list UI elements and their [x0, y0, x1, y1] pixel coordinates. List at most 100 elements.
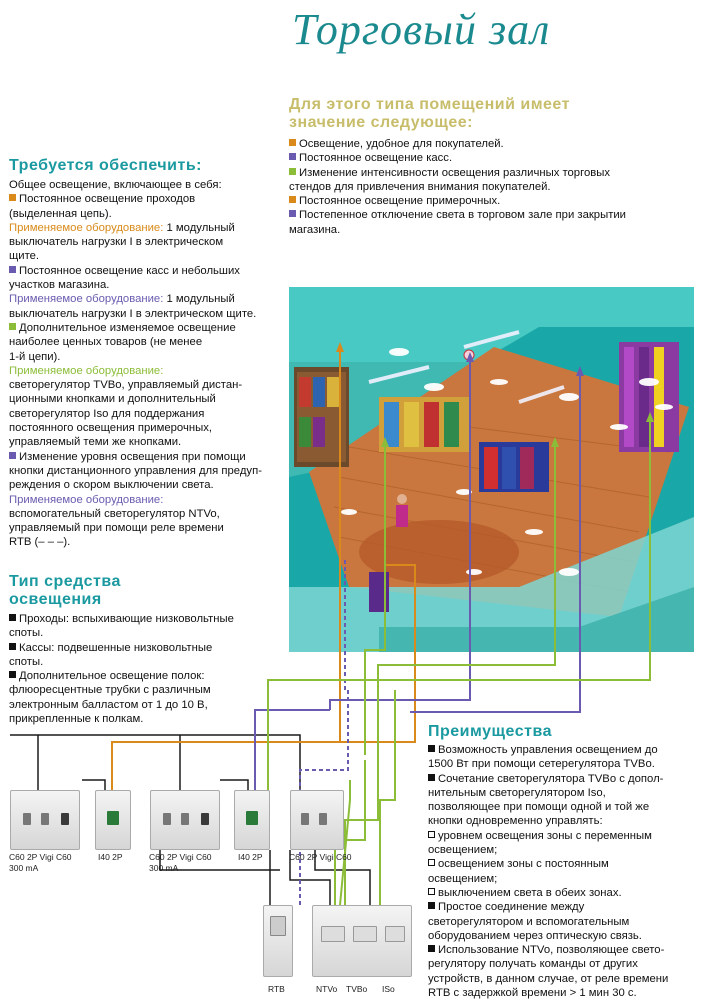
line-text: Изменение уровня освещения при помощи [19, 450, 246, 463]
line-text: оборудованием через оптическую связь. [428, 929, 642, 942]
req-line: постоянного освещения примерочных, [9, 421, 284, 435]
line-text: Постоянное освещение касс. [299, 152, 453, 165]
line-text: реждения о скором выключении света. [9, 479, 214, 492]
line-text: освещением; [428, 844, 498, 857]
bullet-square-icon [289, 139, 296, 146]
req-line: управляемый при помощи реле времени [9, 521, 284, 535]
lighting-heading-line-1: Тип средства [9, 573, 121, 590]
line-text: щите. [9, 250, 40, 263]
line-text: выключатель нагрузки I в электрическом [9, 236, 224, 249]
imp-line: Постепенное отключение света в торговом … [289, 208, 689, 222]
req-line: кнопки дистанционного управления для пре… [9, 464, 284, 478]
bullet-square-icon [428, 830, 435, 838]
req-line: участков магазина. [9, 278, 284, 292]
importance-heading: Для этого типа помещений имеет значение … [289, 96, 570, 132]
importance-heading-line-1: Для этого типа помещений имеет [289, 96, 570, 113]
adv-line: нительным светорегулятором Iso, [428, 786, 700, 800]
line-text: уровнем освещения зоны с переменным [438, 829, 652, 842]
imp-line: магазина. [289, 223, 689, 237]
line-text-rest: 1 модульный [163, 221, 235, 234]
req-line: светорегулятор TVBo, управляемый дистан- [9, 378, 284, 392]
req-line: 1-й цепи). [9, 350, 284, 364]
i40-label-2: I40 2P [238, 852, 263, 862]
line-text: Общее освещение, включающее в себя: [9, 179, 222, 191]
requirements-list: Общее освещение, включающее в себя: Посто… [9, 178, 284, 550]
bullet-square-icon [428, 902, 435, 910]
bullet-square-icon [289, 196, 296, 204]
req-line: выключатель нагрузки I в электрическом [9, 235, 284, 249]
bullet-square-icon [9, 265, 16, 273]
rtb-label: RTB [268, 984, 285, 994]
line-text: Дополнительное изменяемое освещение [19, 321, 236, 334]
req-line: управляемый теми же кнопками. [9, 435, 284, 449]
line-text: выключатель нагрузки I в электрическом щ… [9, 307, 257, 320]
imp-line: Постоянное освещение примерочных. [289, 194, 689, 208]
line-text: наиболее ценных товаров (не менее [9, 336, 203, 349]
adv-line: RTB с задержкой времени > 1 мин 30 с. [428, 986, 700, 1000]
line-text: участков магазина. [9, 279, 110, 292]
bullet-square-icon [289, 210, 296, 218]
line-text: Применяемое оборудование: [9, 293, 164, 306]
store-illustration-svg [289, 287, 694, 652]
ntvo-label: NTVo [316, 984, 338, 994]
line-text: Проходы: вспыхивающие низковольтные [19, 613, 234, 625]
light-line: Проходы: вспыхивающие низковольтные [9, 612, 284, 626]
line-text: Использование NTVo, позволяющее свето- [438, 944, 665, 957]
bullet-square-icon [9, 614, 16, 621]
line-text: споты. [9, 627, 44, 640]
line-text: Дополнительное освещение полок: [19, 670, 205, 683]
line-text: Постоянное освещение примерочных. [299, 195, 501, 208]
line-text: вспомогательный светорегулятор NTVo, [9, 507, 220, 520]
bullet-square-icon [428, 887, 435, 895]
line-text: Постепенное отключение света в торговом … [299, 209, 626, 222]
req-line: RTB (– – –). [9, 535, 284, 549]
adv-line: Возможность управления освещением до [428, 743, 700, 757]
bullet-square-icon [428, 745, 435, 752]
c60-label-2: C60 2P Vigi C60 [149, 852, 212, 862]
line-text-rest: 1 модульный [163, 293, 235, 306]
bullet-square-icon [428, 773, 435, 781]
req-line: Применяемое оборудование: [9, 493, 284, 507]
adv-line: Использование NTVo, позволяющее свето- [428, 943, 700, 957]
rtb-timer-relay [263, 905, 293, 977]
line-text: 1500 Вт при помощи сетерегулятора TVBo. [428, 758, 655, 771]
light-line: споты. [9, 626, 284, 640]
line-text: светорегулятор TVBo, управляемый дистан- [9, 379, 243, 392]
line-text: Применяемое оборудование: [9, 364, 164, 377]
adv-line: оборудованием через оптическую связь. [428, 929, 700, 943]
c60-breaker-2 [150, 790, 220, 850]
adv-line: освещением; [428, 872, 700, 886]
importance-heading-line-2: значение следующее: [289, 114, 473, 131]
line-text: светорегулятор Iso для поддержания [9, 407, 205, 420]
line-text: кнопки одновременно управлять: [428, 815, 603, 828]
bullet-square-icon [428, 945, 435, 953]
c60-label-1: C60 2P Vigi C60 [9, 852, 72, 862]
bullet-square-icon [9, 642, 16, 650]
lighting-heading-line-2: освещения [9, 591, 102, 608]
adv-line: устройств, в данном случае, от реле врем… [428, 972, 700, 986]
advantages-heading: Преимущества [428, 723, 552, 740]
importance-list: Освещение, удобное для покупателей.Посто… [289, 137, 689, 237]
req-line: Применяемое оборудование: [9, 364, 284, 378]
line-text: Постоянное освещение проходов [19, 193, 196, 206]
i40-switch-1 [95, 790, 131, 850]
line-text: споты. [9, 655, 44, 668]
page-title: Торговый зал [292, 5, 551, 54]
adv-line: кнопки одновременно управлять: [428, 814, 700, 828]
dimmer-modules [312, 905, 412, 977]
req-line: Общее освещение, включающее в себя: [9, 178, 284, 192]
line-text: освещением зоны с постоянным [438, 858, 609, 871]
req-line: ционными кнопками и дополнительный [9, 392, 284, 406]
line-text: RTB (– – –). [9, 536, 71, 549]
line-text: флюоресцентные трубки с различным [9, 684, 211, 697]
line-text: стендов для привлечения внимания покупат… [289, 180, 551, 193]
c60-sublabel-2: 300 mA [149, 863, 179, 873]
c60-breaker-1 [10, 790, 80, 850]
bullet-square-icon [9, 671, 16, 679]
light-line: споты. [9, 655, 284, 669]
req-line: Постоянное освещение касс и небольших [9, 264, 284, 278]
store-illustration [289, 287, 694, 652]
line-text: Применяемое оборудование: [9, 493, 164, 506]
line-text: выключением света в обеих зонах. [438, 886, 622, 899]
line-text: устройств, в данном случае, от реле врем… [428, 972, 669, 985]
